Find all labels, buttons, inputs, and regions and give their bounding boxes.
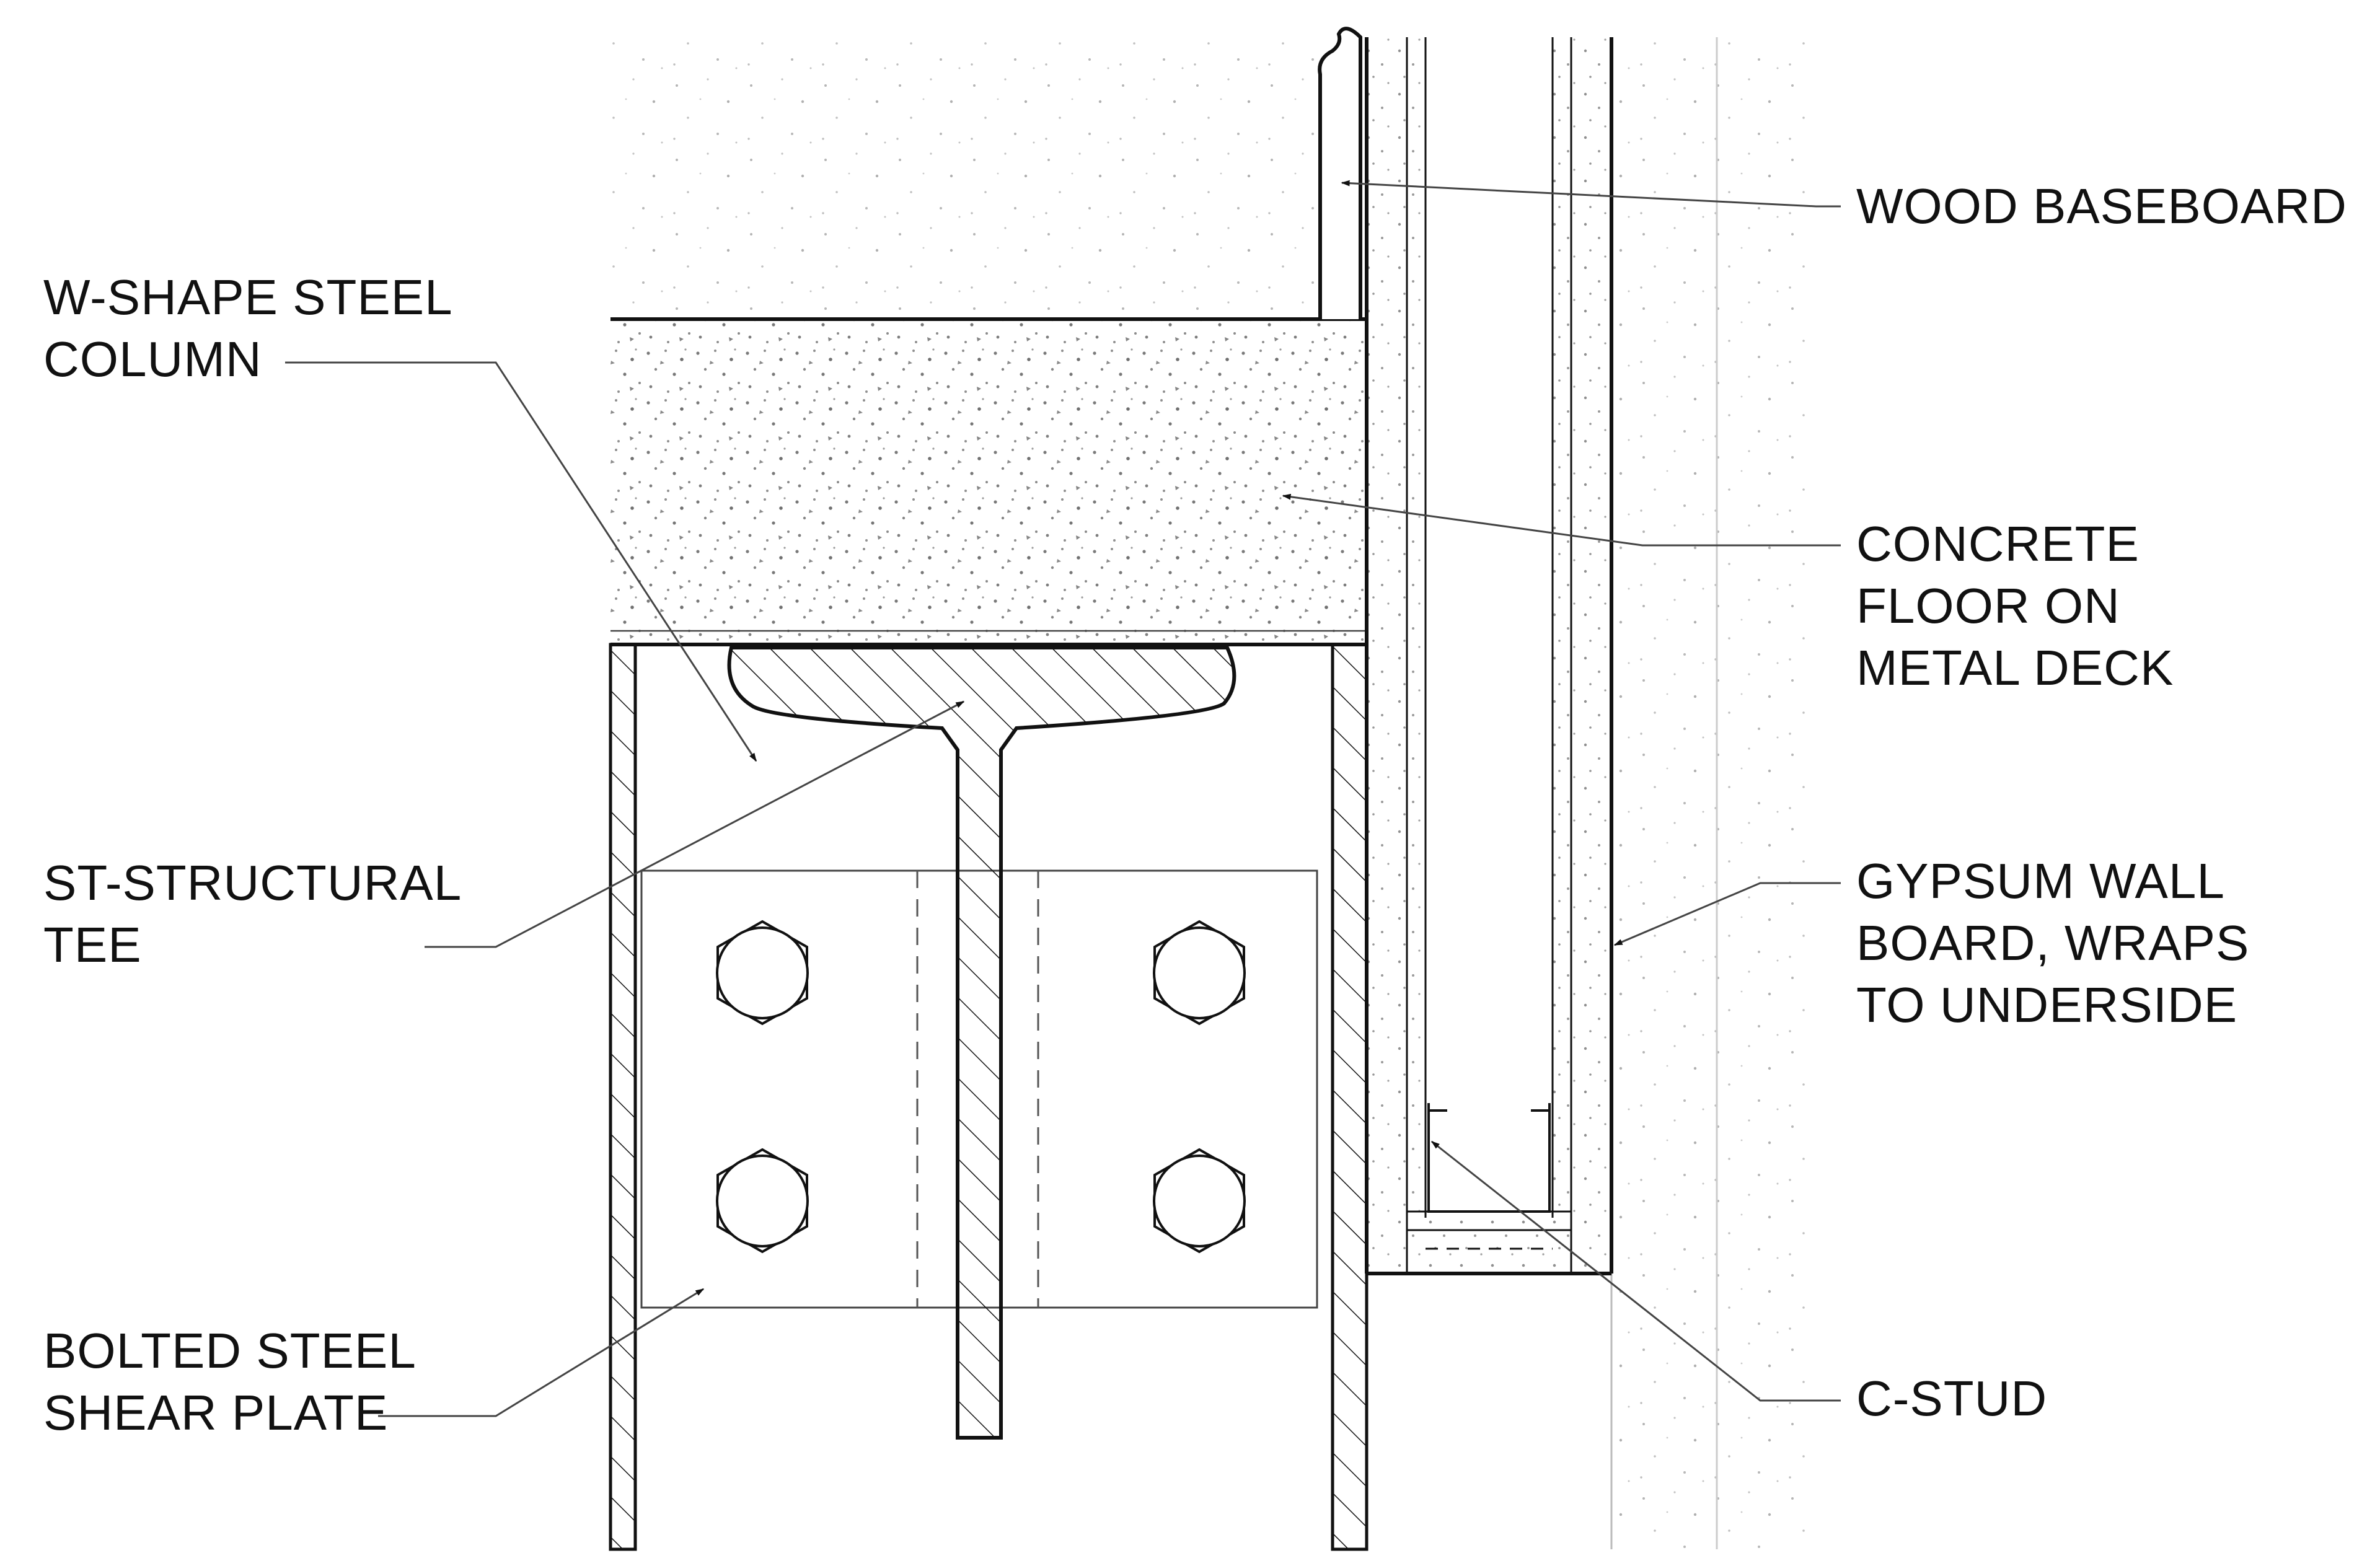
concrete-floor-slab [610,317,1367,646]
bolt-group [716,920,1246,1254]
wood-baseboard [1318,27,1362,319]
leader-concrete-floor [1282,493,1841,547]
gypsum-wall-assembly [1365,37,1613,1275]
bolt-bottom-left [716,1148,809,1254]
c-stud [1427,1103,1551,1213]
label-c-stud: C-STUD [1856,1371,2048,1426]
leader-gypsum [1613,882,1841,946]
bolt-bottom-right [1153,1148,1246,1254]
label-st-structural-tee: ST-STRUCTURAL TEE [43,855,462,972]
w-shape-column [609,643,1368,1551]
label-gypsum-wall-board: GYPSUM WALL BOARD, WRAPS TO UNDERSIDE [1856,853,2250,1032]
label-concrete-floor: CONCRETE FLOOR ON METAL DECK [1856,516,2174,695]
leader-w-shape-column [285,361,757,762]
bolt-top-right [1153,920,1246,1026]
leader-lines [285,180,1841,1417]
leader-shear-plate [378,1288,705,1417]
leader-c-stud [1430,1140,1841,1402]
label-wood-baseboard: WOOD BASEBOARD [1856,178,2347,234]
label-bolted-shear-plate: BOLTED STEEL SHEAR PLATE [43,1323,416,1440]
leader-st-tee [425,700,965,948]
leader-wood-baseboard [1341,180,1841,208]
room-interior-background [610,37,1810,1549]
bolt-top-left [716,920,809,1026]
st-structural-tee [727,646,1236,1440]
label-w-shape-column: W-SHAPE STEEL COLUMN [43,270,453,387]
